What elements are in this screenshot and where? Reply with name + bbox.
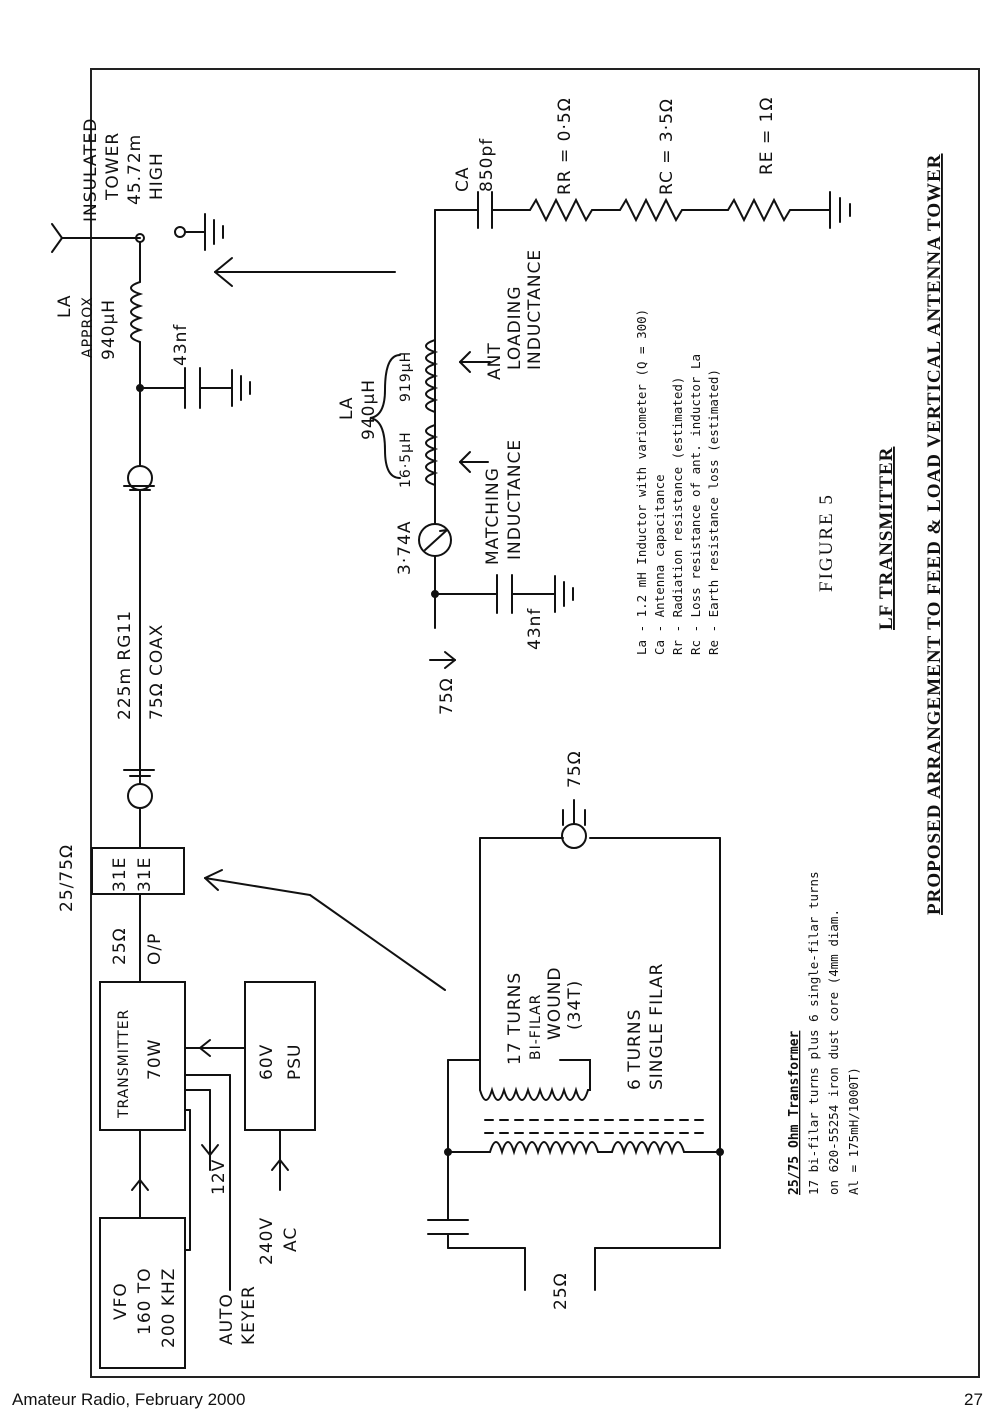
label-match-2: INDUCTANCE xyxy=(505,439,525,560)
label-ca-2: 850pf xyxy=(477,138,497,192)
label-tx-1[interactable]: TRANSMITTER xyxy=(116,1009,132,1119)
title-line-2: PROPOSED ARRANGEMENT TO FEED & LOAD VERT… xyxy=(924,153,945,915)
rc-resistor xyxy=(619,197,729,223)
label-vfo-2[interactable]: 160 TO xyxy=(135,1267,155,1335)
label-cap-mid: 43nf xyxy=(525,608,545,650)
earth-ground-symbol xyxy=(829,191,851,229)
label-vfo-3[interactable]: 200 KHZ xyxy=(159,1268,179,1348)
label-t6-2: SINGLE FILAR xyxy=(647,963,667,1090)
label-tx-2[interactable]: 70W xyxy=(145,1039,165,1080)
legend-line-rr: Rr - Radiation resistance (estimated) xyxy=(670,377,685,655)
feed-arrow xyxy=(214,257,396,287)
cap-43nf-mid xyxy=(434,574,574,614)
coil-919uh xyxy=(425,339,439,413)
transformer-detail xyxy=(427,799,724,1291)
label-out-25-1: 25Ω xyxy=(110,927,130,965)
vfo-to-tx-link xyxy=(131,1129,149,1219)
legend-line-la: La - 1.2 mH Inductor with variometer (Q … xyxy=(634,309,649,655)
psu-to-tx-link xyxy=(184,1039,246,1057)
transformer-note-line-1: 17 bi-filar turns plus 6 single-filar tu… xyxy=(806,871,821,1195)
tower-ground-symbol xyxy=(174,213,224,251)
label-xf-25: 25Ω xyxy=(551,1272,571,1310)
re-resistor xyxy=(727,197,831,223)
label-tower-2: TOWER xyxy=(103,132,123,201)
label-keyer-2: KEYER xyxy=(239,1285,259,1345)
input-arrow xyxy=(429,651,456,669)
la-coil-top xyxy=(130,281,144,343)
footer-publication: Amateur Radio, February 2000 xyxy=(12,1390,246,1409)
label-la-top-2: APPROX xyxy=(80,296,96,358)
vfo-box[interactable] xyxy=(99,1217,186,1369)
label-rc: RC = 3·5Ω xyxy=(657,98,677,195)
label-16-5uh: 16·5µH xyxy=(398,431,414,488)
transformer-box-31e xyxy=(91,847,185,895)
legend-line-rc: Rc - Loss resistance of ant. inductor La xyxy=(688,354,703,655)
label-tower-4: HIGH xyxy=(147,152,167,200)
label-re: RE = 1Ω xyxy=(757,97,777,175)
label-ant-load-2: LOADING xyxy=(505,285,525,370)
label-box-31e-1: 31E xyxy=(110,857,130,892)
cap-43nf-top xyxy=(139,367,251,409)
label-t6-1: 6 TURNS xyxy=(625,1009,645,1090)
matching-arrow xyxy=(459,451,489,473)
label-la-top-3: 940µH xyxy=(99,299,119,360)
transformer-note-line-2: on 620-55254 iron dust core (4mm diam. xyxy=(826,909,841,1195)
label-la-mid-1: LA xyxy=(337,397,357,421)
label-rr: RR = 0·5Ω xyxy=(555,97,575,195)
box-to-transformer-arrow xyxy=(204,869,446,991)
label-keyer-1: AUTO xyxy=(217,1293,237,1345)
figure-label: FIGURE 5 xyxy=(816,493,837,592)
label-12v: 12V xyxy=(209,1159,229,1195)
label-ac-2: AC xyxy=(281,1227,301,1252)
label-la-mid-2: 940µH xyxy=(359,379,379,440)
label-in-75: 75Ω xyxy=(437,677,457,715)
figure-frame xyxy=(90,68,980,1378)
label-la-top-1: LA xyxy=(55,295,75,319)
label-coax-2: 75Ω COAX xyxy=(147,624,167,720)
label-ac-1: 240V xyxy=(257,1217,277,1265)
footer-page-number: 27 xyxy=(964,1390,983,1409)
label-xf-75: 75Ω xyxy=(565,750,585,788)
coax-connector-bottom xyxy=(123,769,155,809)
label-cap-top: 43nf xyxy=(171,324,191,366)
tx-to-12v-link xyxy=(184,1074,231,1291)
transformer-note-heading: 25/75 Ohm Transformer xyxy=(787,1030,802,1195)
ac-input-arrow xyxy=(271,1129,289,1191)
label-t17-2: BI-FILAR xyxy=(528,994,544,1060)
label-ant-load-3: INDUCTANCE xyxy=(525,249,545,370)
label-tower-3: 45.72m xyxy=(125,134,145,205)
label-ammeter: 3·74A xyxy=(395,521,415,575)
ca-capacitor xyxy=(477,191,531,229)
label-tower-1: INSULATED xyxy=(81,118,101,222)
la-brace xyxy=(369,354,401,479)
label-t17-1: 17 TURNS xyxy=(505,972,525,1065)
loading-arrow xyxy=(459,351,491,373)
label-t17-3: WOUND xyxy=(545,967,565,1040)
label-psu-1[interactable]: 60V xyxy=(257,1044,277,1080)
antenna-symbol xyxy=(51,223,141,253)
rr-resistor xyxy=(529,197,621,223)
label-match-1: MATCHING xyxy=(483,467,503,565)
label-t17-4: (34T) xyxy=(565,980,585,1030)
coax-connector-top xyxy=(123,465,155,491)
label-919uh: 919µH xyxy=(398,351,414,402)
label-ca-1: CA xyxy=(453,167,473,193)
label-ant-load-1: ANT xyxy=(485,342,505,380)
transformer-note-line-3: Al = 175mH/1000T) xyxy=(846,1067,861,1195)
label-box-31e-2: 31E xyxy=(135,857,155,892)
coil-16-5uh xyxy=(425,424,439,486)
title-line-1: LF TRANSMITTER xyxy=(876,447,897,630)
label-vfo-1[interactable]: VFO xyxy=(111,1282,131,1320)
ammeter-symbol xyxy=(418,523,452,557)
label-out-25-2: O/P xyxy=(145,933,165,965)
transmitter-box[interactable] xyxy=(99,981,186,1131)
label-coax-1: 225m RG11 xyxy=(115,610,135,720)
legend-line-re: Re - Earth resistance loss (estimated) xyxy=(706,369,721,655)
label-2575: 25/75Ω xyxy=(57,844,77,912)
legend-line-ca: Ca - Antenna capacitance xyxy=(652,474,667,655)
label-psu-2[interactable]: PSU xyxy=(285,1044,305,1081)
